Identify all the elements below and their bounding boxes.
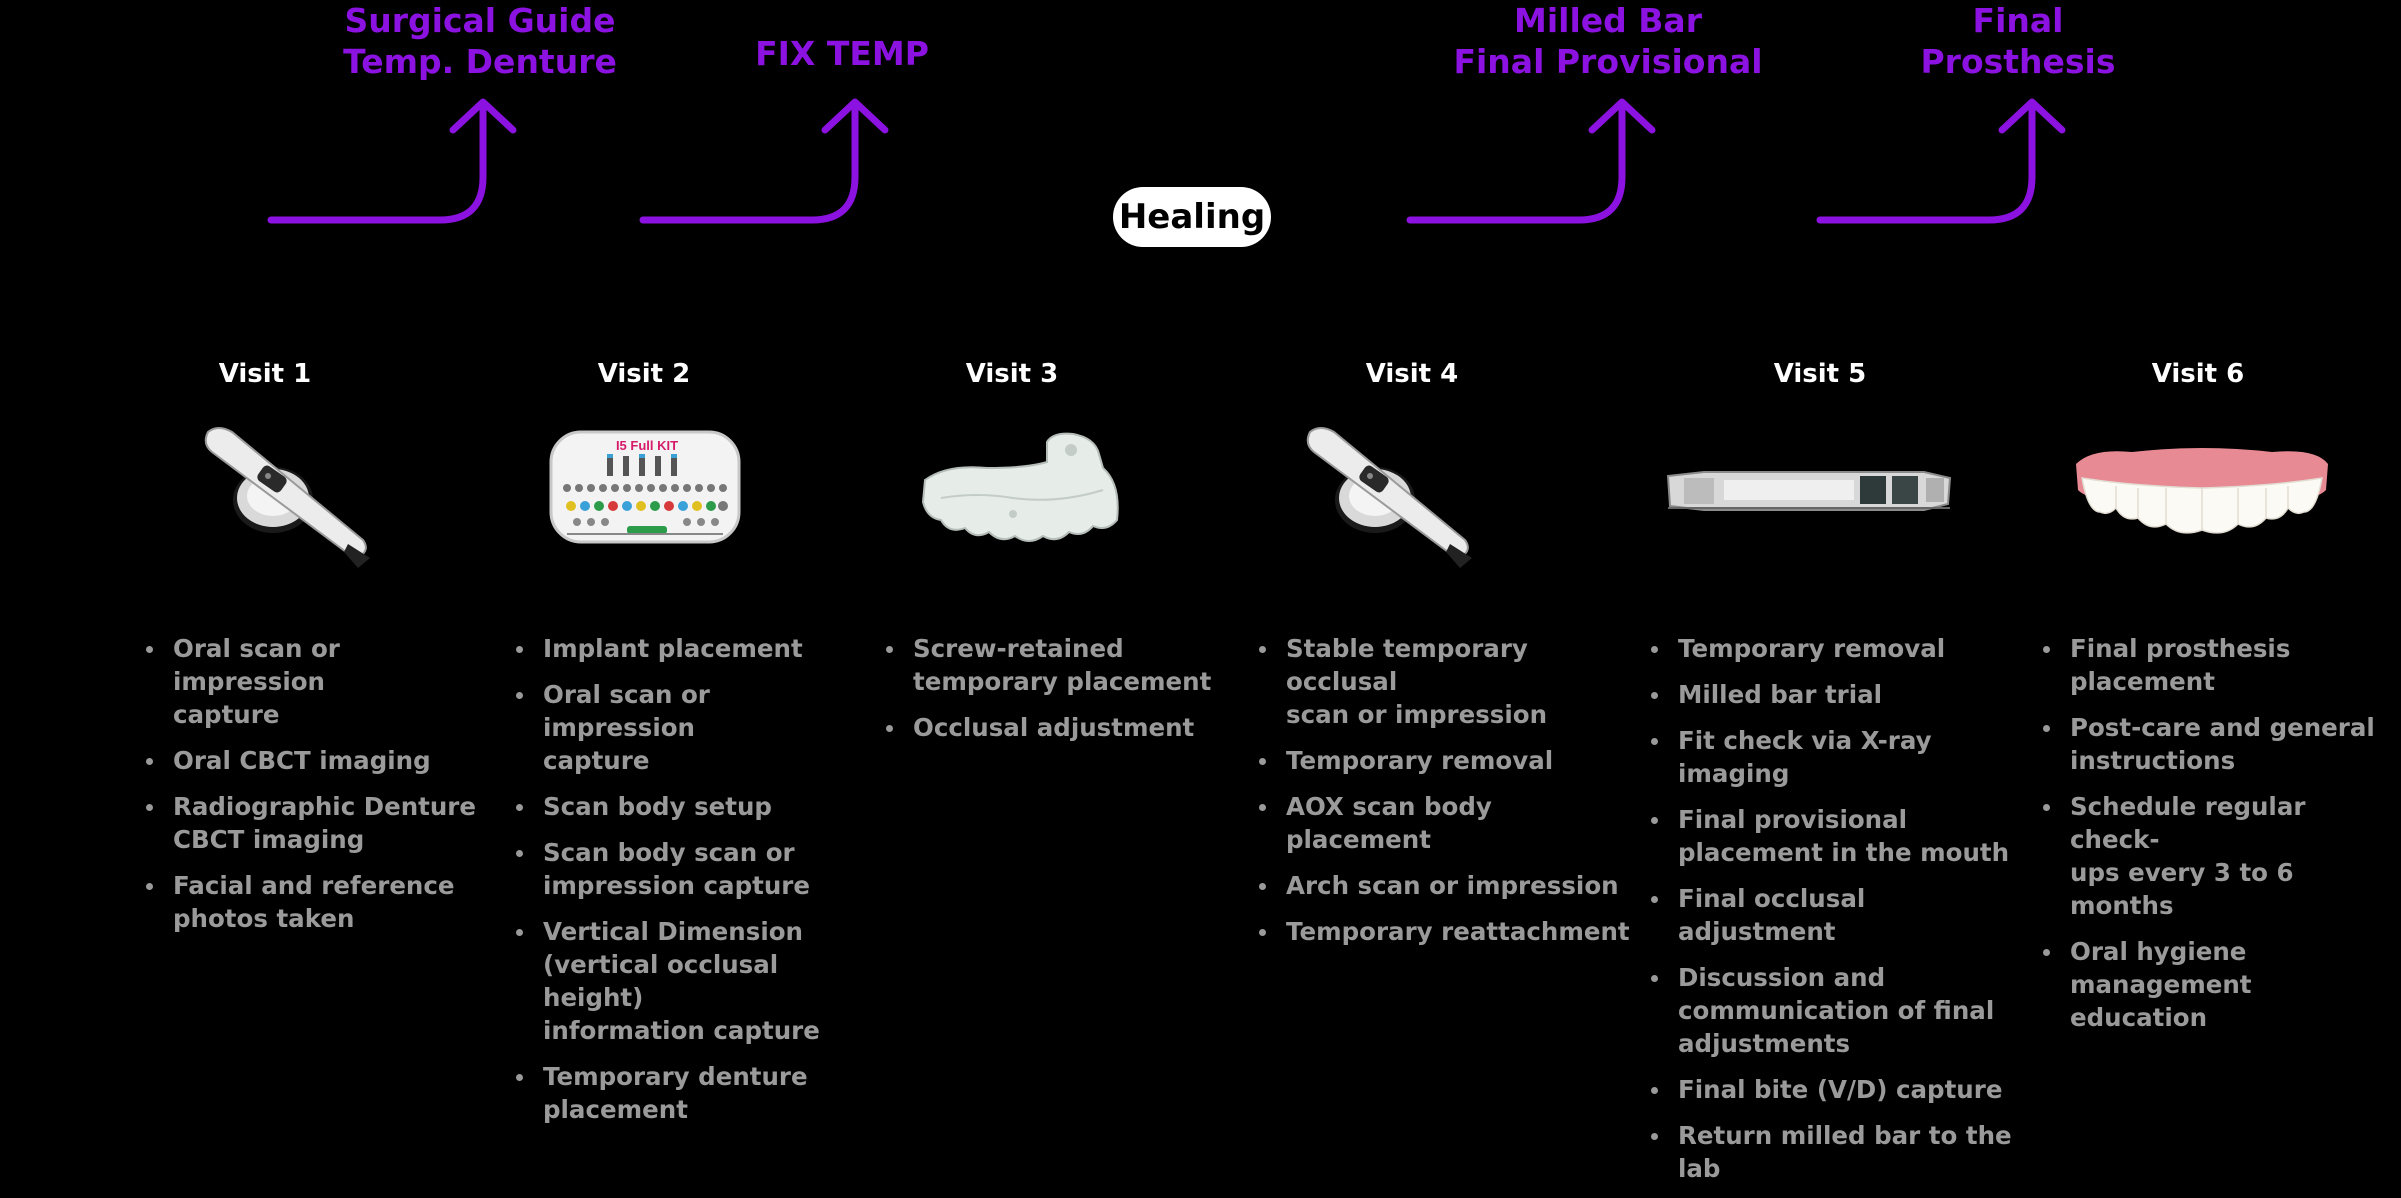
list-item: Stable temporary occlusal scan or impres…	[1259, 632, 1639, 731]
list-item: Milled bar trial	[1651, 678, 2031, 711]
visit-4-title: Visit 4	[1365, 359, 1459, 389]
list-item: Oral scan or impression capture	[516, 678, 866, 777]
surgical-kit-image: I5 Full KIT	[549, 430, 741, 544]
list-item: Final prosthesis placement	[2043, 632, 2401, 698]
intraoral-scanner-image	[1306, 427, 1472, 568]
list-item: Post-care and general instructions	[2043, 711, 2401, 777]
visit-4-task-list: Stable temporary occlusal scan or impres…	[1259, 632, 1639, 961]
surgical-kit-text: I5 Full KIT	[616, 438, 678, 453]
list-item: Final provisional placement in the mouth	[1651, 803, 2031, 869]
list-item: Schedule regular check- ups every 3 to 6…	[2043, 790, 2401, 922]
visit-6-title: Visit 6	[2151, 359, 2245, 389]
list-item: Vertical Dimension (vertical occlusal he…	[516, 915, 866, 1047]
visit-6-task-list: Final prosthesis placement Post-care and…	[2043, 632, 2401, 1047]
list-item: Temporary reattachment	[1259, 915, 1639, 948]
list-item: Scan body scan or impression capture	[516, 836, 866, 902]
list-item: Oral scan or impression capture	[146, 632, 476, 731]
list-item: Temporary removal	[1651, 632, 2031, 665]
list-item: Final bite (V/D) capture	[1651, 1073, 2031, 1106]
visit-1-task-list: Oral scan or impression capture Oral CBC…	[146, 632, 476, 948]
curved-up-arrow-icon	[267, 98, 517, 224]
intraoral-scanner-image	[204, 427, 370, 568]
list-item: Temporary removal	[1259, 744, 1639, 777]
list-item: Scan body setup	[516, 790, 866, 823]
surgical-guide-image	[921, 432, 1119, 542]
list-item: Implant placement	[516, 632, 866, 665]
visit-2-title: Visit 2	[597, 359, 691, 389]
milestone-label-fix-temp: FIX TEMP	[755, 34, 929, 73]
curved-up-arrow-icon	[639, 98, 889, 224]
list-item: Final occlusal adjustment	[1651, 882, 2031, 948]
list-item: Facial and reference photos taken	[146, 869, 476, 935]
milestone-label-milled-bar: Milled Bar Final Provisional	[1453, 1, 1763, 81]
final-prosthesis-image	[2076, 448, 2328, 534]
visit-3-task-list: Screw-retained temporary placement Occlu…	[886, 632, 1226, 757]
curved-up-arrow-icon	[1816, 98, 2066, 224]
list-item: Temporary denture placement	[516, 1060, 866, 1126]
list-item: Oral hygiene management education	[2043, 935, 2401, 1034]
list-item: Arch scan or impression	[1259, 869, 1639, 902]
visit-2-task-list: Implant placement Oral scan or impressio…	[516, 632, 866, 1139]
list-item: Occlusal adjustment	[886, 711, 1226, 744]
healing-badge: Healing	[1113, 187, 1271, 247]
milestone-label-final-prosthesis: Final Prosthesis	[1920, 1, 2116, 81]
list-item: Oral CBCT imaging	[146, 744, 476, 777]
visit-5-task-list: Temporary removal Milled bar trial Fit c…	[1651, 632, 2031, 1198]
list-item: Screw-retained temporary placement	[886, 632, 1226, 698]
milled-bar-image	[1666, 471, 1952, 511]
visit-3-title: Visit 3	[965, 359, 1059, 389]
list-item: Fit check via X-ray imaging	[1651, 724, 2031, 790]
list-item: Return milled bar to the lab	[1651, 1119, 2031, 1185]
curved-up-arrow-icon	[1406, 98, 1656, 224]
list-item: Discussion and communication of final ad…	[1651, 961, 2031, 1060]
milestone-label-surgical-guide: Surgical Guide Temp. Denture	[343, 1, 617, 81]
list-item: Radiographic Denture CBCT imaging	[146, 790, 476, 856]
visit-5-title: Visit 5	[1773, 359, 1867, 389]
visit-1-title: Visit 1	[218, 359, 312, 389]
list-item: AOX scan body placement	[1259, 790, 1639, 856]
